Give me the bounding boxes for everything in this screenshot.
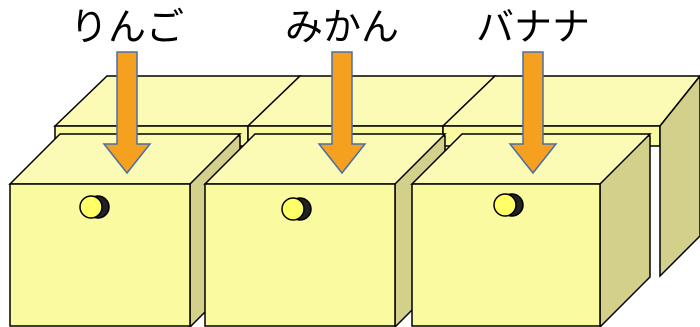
down-arrow-icon bbox=[508, 51, 558, 175]
box-banana bbox=[410, 133, 652, 327]
front-row bbox=[8, 133, 652, 327]
label-banana: バナナ bbox=[476, 5, 590, 49]
slot-hole-icon bbox=[79, 195, 110, 219]
label-ringo: りんご bbox=[70, 5, 184, 49]
down-arrow-icon bbox=[317, 51, 367, 175]
back-box-3-side bbox=[659, 74, 700, 278]
label-mikan: みかん bbox=[285, 5, 399, 49]
labels: りんご みかん バナナ bbox=[70, 5, 590, 49]
arrows bbox=[102, 51, 558, 175]
box-mikan bbox=[203, 133, 447, 327]
down-arrow-icon bbox=[102, 51, 152, 175]
slot-hole-icon bbox=[281, 197, 312, 221]
slot-hole-icon bbox=[493, 193, 524, 217]
